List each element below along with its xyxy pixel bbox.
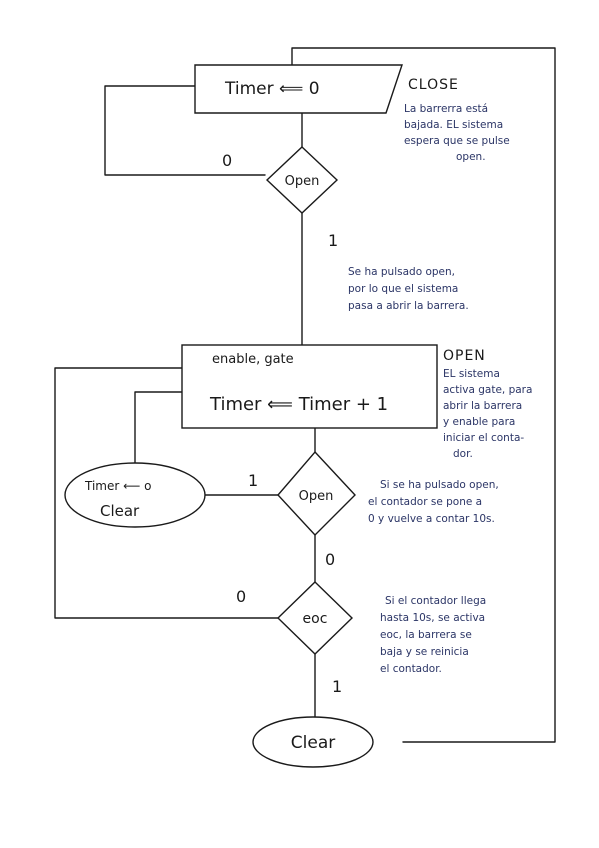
note-pressed-open: Se ha pulsado open, por lo que el sistem… xyxy=(348,266,469,312)
note-restart: Si se ha pulsado open, el contador se po… xyxy=(368,479,499,525)
state-open-title: OPEN xyxy=(443,348,486,364)
note-line: espera que se pulse xyxy=(404,135,510,147)
note-line: Si se ha pulsado open, xyxy=(380,479,499,491)
note-line: por lo que el sistema xyxy=(348,283,458,295)
loop-close-zero xyxy=(104,85,266,176)
state-close-box xyxy=(194,64,403,114)
oval-timer-clear xyxy=(64,462,206,528)
note-line: el contador. xyxy=(380,663,442,675)
state-open-action-main: Timer ⟸ Timer + 1 xyxy=(209,394,388,415)
note-line: hasta 10s, se activa xyxy=(380,612,485,624)
note-line: baja y se reinicia xyxy=(380,646,469,658)
decision-eoc-label: eoc xyxy=(303,611,328,627)
state-open-box xyxy=(181,344,438,429)
oval-clear-label: Clear xyxy=(291,733,335,753)
state-open-note: EL sistema activa gate, para abrir la ba… xyxy=(443,368,532,460)
edge-label-eoc-one: 1 xyxy=(332,677,342,696)
note-line: eoc, la barrera se xyxy=(380,629,472,641)
edge-label-open1-one: 1 xyxy=(328,231,338,250)
note-line: y enable para xyxy=(443,416,515,428)
loop-clear-to-close xyxy=(291,47,556,743)
edge-label-open2-one: 1 xyxy=(248,471,258,490)
decision-open-1 xyxy=(265,146,339,214)
note-line: activa gate, para xyxy=(443,384,532,396)
state-close-action: Timer ⟸ 0 xyxy=(224,79,320,99)
oval-timer-clear-line1: Timer ⟵ o xyxy=(84,479,151,493)
note-eoc-reached: Si el contador llega hasta 10s, se activ… xyxy=(380,595,486,675)
connectors xyxy=(54,47,556,743)
note-line: dor. xyxy=(453,448,473,460)
note-line: open. xyxy=(456,151,486,163)
note-line: abrir la barrera xyxy=(443,400,522,412)
loop-eoc-zero xyxy=(54,367,279,619)
oval-timer-clear-line2: Clear xyxy=(100,502,140,520)
note-line: EL sistema xyxy=(443,368,500,380)
oval-clear xyxy=(252,716,374,768)
state-open-action-top: enable, gate xyxy=(212,352,294,367)
note-line: La barrerra está xyxy=(404,103,488,115)
state-close-note: La barrerra está bajada. EL sistema espe… xyxy=(404,103,510,163)
edge-label-open2-zero: 0 xyxy=(325,550,335,569)
decision-eoc xyxy=(276,581,354,655)
state-close-title: CLOSE xyxy=(408,77,459,93)
decision-open-1-label: Open xyxy=(285,174,320,189)
note-line: Se ha pulsado open, xyxy=(348,266,455,278)
edge-label-eoc-zero: 0 xyxy=(236,587,246,606)
note-line: bajada. EL sistema xyxy=(404,119,503,131)
note-line: iniciar el conta- xyxy=(443,432,524,444)
edge-label-open1-zero: 0 xyxy=(222,151,232,170)
note-line: 0 y vuelve a contar 10s. xyxy=(368,513,495,525)
decision-open-2-label: Open xyxy=(299,489,334,504)
note-line: Si el contador llega xyxy=(385,595,486,607)
note-line: pasa a abrir la barrera. xyxy=(348,300,469,312)
loop-open-inner xyxy=(134,391,183,466)
decision-open-2 xyxy=(277,450,356,537)
note-line: el contador se pone a xyxy=(368,496,482,508)
